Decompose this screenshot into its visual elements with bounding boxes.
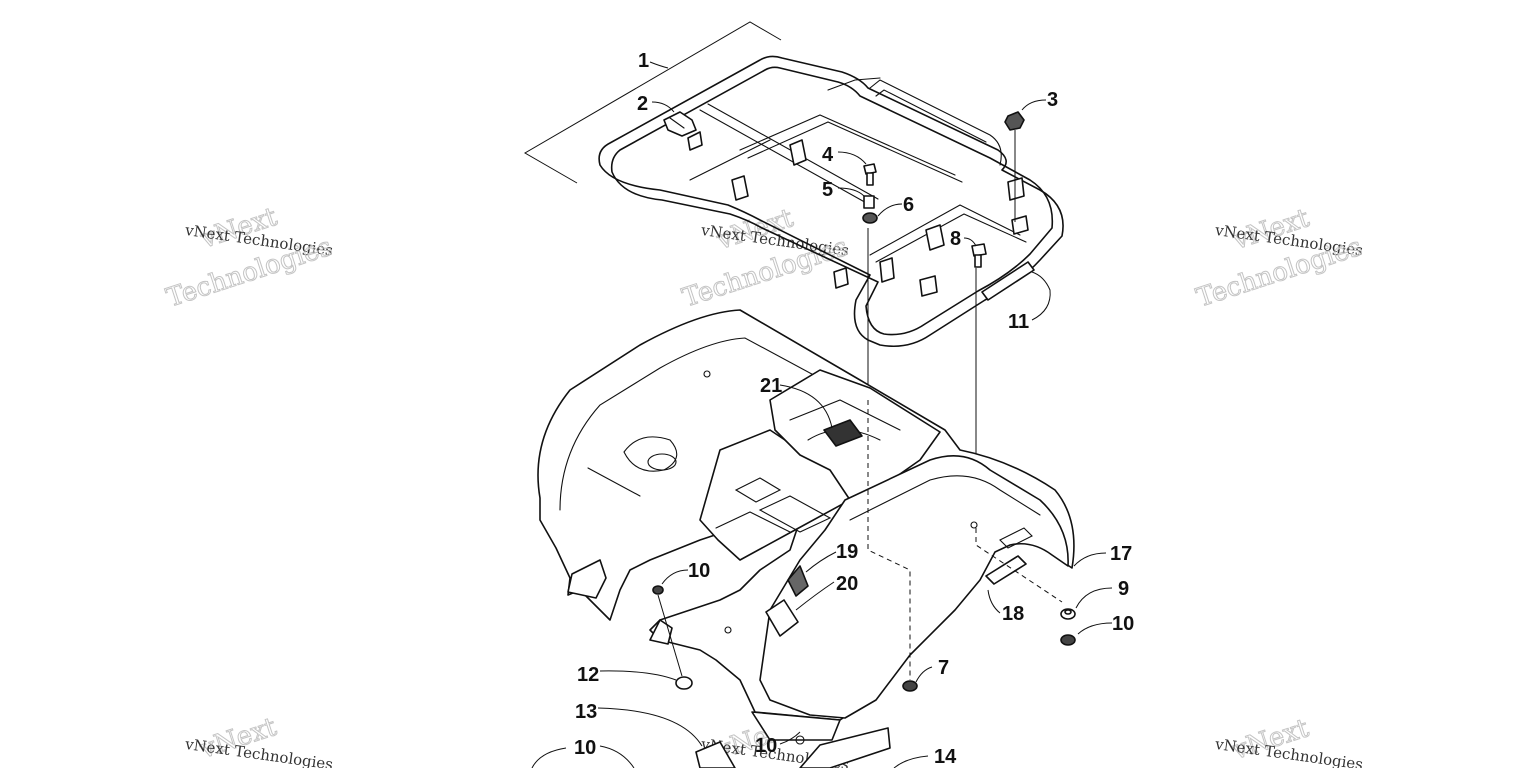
callout-3: 3 [1047, 89, 1058, 111]
watermark-left: vNext vNext Technologies Technologies [162, 201, 336, 314]
nut-part-10-left [652, 585, 664, 595]
callout-leaders [531, 61, 1113, 768]
callout-9: 9 [1118, 578, 1129, 600]
callout-2: 2 [637, 93, 648, 115]
washer-part-9 [1060, 608, 1076, 620]
leader-10-12 [657, 594, 683, 677]
callout-11: 11 [1008, 311, 1029, 333]
callout-labels: 1 2 3 4 5 6 7 8 9 10 11 12 13 10 14 17 1… [574, 50, 1134, 768]
clamp-part-2 [663, 111, 697, 137]
nut-part-7 [902, 680, 918, 692]
callout-4: 4 [822, 144, 834, 166]
callout-10-center: 10 [755, 735, 777, 757]
callout-14: 14 [934, 746, 957, 768]
callout-17: 17 [1110, 543, 1132, 565]
callout-21: 21 [760, 375, 782, 397]
callout-18: 18 [1002, 603, 1024, 625]
watermark-right: vNext vNext Technologies Technologies [1192, 203, 1366, 315]
rear-rack [598, 55, 1064, 348]
bolt-part-4 [863, 163, 877, 186]
callout-20: 20 [836, 573, 858, 595]
callout-10-left: 10 [688, 560, 710, 582]
bolt-part-8 [971, 243, 987, 268]
callout-5: 5 [822, 179, 833, 201]
watermark-bottom-left: vNext vNext Technologies [183, 711, 334, 768]
rear-fender [537, 309, 1075, 741]
spacer-part-5 [863, 195, 875, 209]
callout-19: 19 [836, 541, 858, 563]
callout-6: 6 [903, 194, 914, 216]
plug-part-12 [675, 676, 693, 690]
callout-13: 13 [575, 701, 597, 723]
callout-10-bottom: 10 [574, 737, 596, 759]
dashed-guide-right [975, 528, 1063, 603]
callout-12: 12 [577, 664, 599, 686]
assembly-bracket [524, 21, 782, 184]
watermark-bottom-right: vNext vNext Technologies [1213, 713, 1364, 768]
dashed-guide-left [867, 400, 911, 680]
nut-part-10-right [1060, 634, 1076, 646]
callout-1: 1 [638, 50, 649, 72]
callout-8: 8 [950, 228, 961, 250]
callout-7: 7 [938, 657, 949, 679]
lower-parts-cropped [695, 727, 891, 768]
callout-10-right: 10 [1112, 613, 1134, 635]
nut-part-3 [1004, 111, 1025, 131]
grommet-part-6 [862, 212, 878, 224]
